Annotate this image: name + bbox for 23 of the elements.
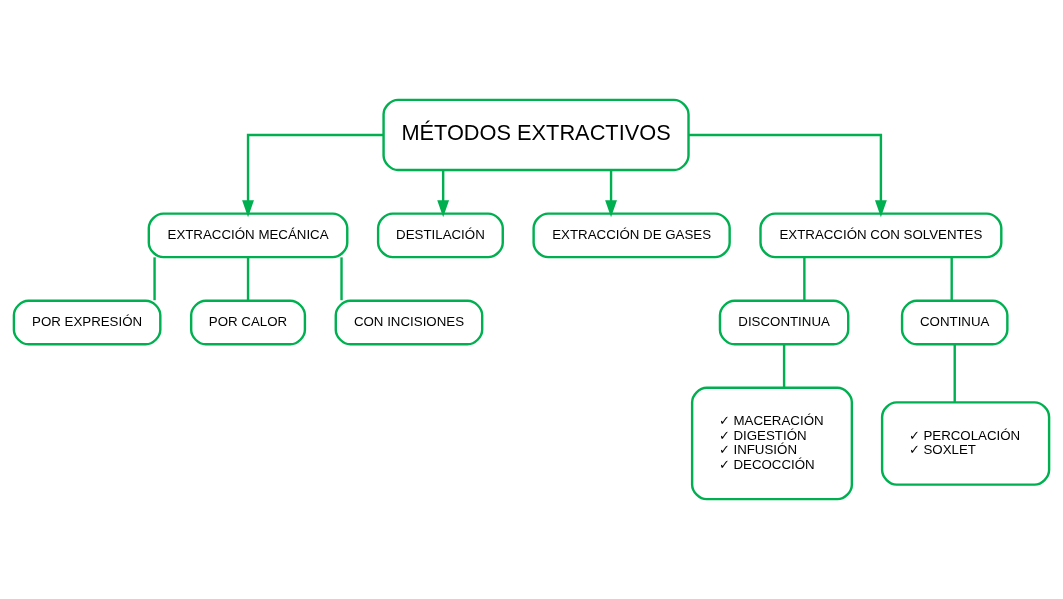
node-box: POR CALOR bbox=[189, 299, 307, 346]
arrow bbox=[242, 133, 384, 218]
node-box: DISCONTINUA bbox=[718, 299, 850, 346]
connector bbox=[246, 257, 250, 301]
connector bbox=[950, 257, 953, 301]
node-box: CONTINUA bbox=[900, 299, 1009, 346]
node-box: ✓ PERCOLACIÓN ✓ SOXLET bbox=[880, 401, 1051, 486]
connector bbox=[782, 344, 786, 388]
node-box: EXTRACCIÓN CON SOLVENTES bbox=[759, 212, 1003, 259]
node-box: ✓ MACERACIÓN ✓ DIGESTIÓN ✓ INFUSIÓN ✓ DECOCCIÓN bbox=[690, 386, 854, 501]
connector bbox=[340, 257, 343, 301]
connector bbox=[153, 257, 156, 301]
node-box: DESTILACIÓN bbox=[376, 212, 504, 259]
arrow bbox=[437, 170, 450, 218]
connector bbox=[953, 344, 956, 403]
node-box: EXTRACCIÓN DE GASES bbox=[532, 212, 731, 259]
node-box: EXTRACCIÓN MECÁNICA bbox=[147, 212, 349, 259]
node-box: POR EXPRESIÓN bbox=[12, 299, 162, 346]
arrow bbox=[605, 170, 617, 218]
arrow bbox=[688, 133, 887, 218]
connector bbox=[803, 257, 806, 301]
node-box: MÉTODOS EXTRACTIVOS bbox=[382, 98, 690, 172]
node-box: CON INCISIONES bbox=[334, 299, 484, 346]
